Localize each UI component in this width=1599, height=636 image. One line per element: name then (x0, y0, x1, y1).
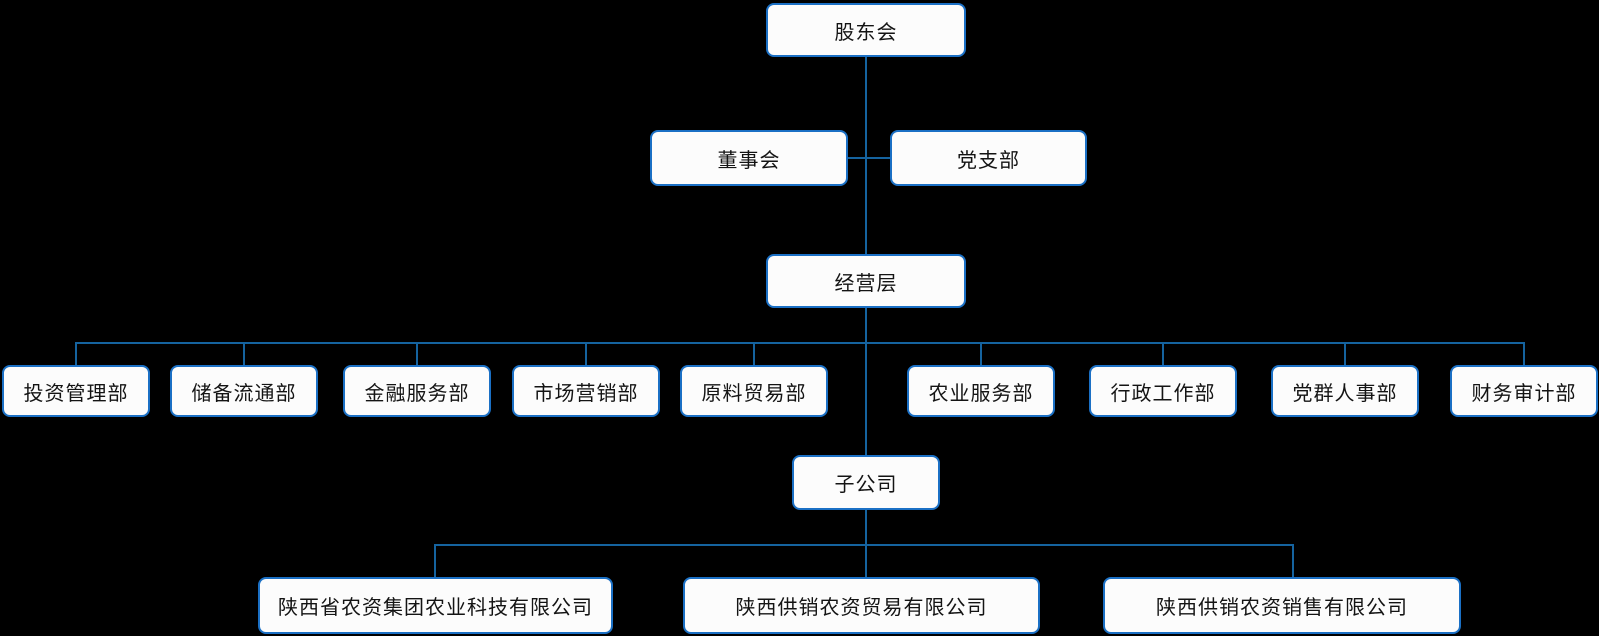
connector-drop-dept-8 (1523, 342, 1525, 366)
node-label: 陕西供销农资贸易有限公司 (735, 597, 988, 619)
node-label: 财务审计部 (1471, 382, 1577, 405)
node-label: 子公司 (834, 474, 898, 496)
connector-department-bus (75, 342, 1525, 344)
node-subsidiaries-group[interactable]: 子公司 (792, 455, 940, 510)
node-label: 原料贸易部 (701, 382, 807, 405)
node-label: 股东会 (834, 21, 898, 44)
connector-drop-subsidiary-2 (1292, 544, 1294, 578)
node-board-of-directors[interactable]: 董事会 (650, 130, 848, 186)
connector-drop-dept-3 (585, 342, 587, 366)
node-dept-financial-services[interactable]: 金融服务部 (343, 365, 491, 417)
connector-drop-dept-0 (75, 342, 77, 366)
node-label: 党群人事部 (1292, 382, 1398, 405)
node-subsidiary-trade-company[interactable]: 陕西供销农资贸易有限公司 (683, 577, 1040, 634)
connector-board-party (848, 157, 890, 159)
node-dept-administrative-work[interactable]: 行政工作部 (1089, 365, 1237, 417)
node-dept-raw-material-trade[interactable]: 原料贸易部 (680, 365, 828, 417)
node-label: 市场营销部 (533, 382, 639, 405)
node-party-branch[interactable]: 党支部 (890, 130, 1087, 186)
node-label: 陕西省农资集团农业科技有限公司 (278, 597, 593, 619)
connector-drop-subsidiary-0 (434, 544, 436, 578)
node-label: 储备流通部 (191, 382, 297, 405)
node-label: 党支部 (957, 149, 1020, 172)
connector-drop-dept-4 (753, 342, 755, 366)
node-label: 陕西供销农资销售有限公司 (1156, 597, 1408, 619)
connector-drop-dept-7 (1344, 342, 1346, 366)
node-label: 投资管理部 (23, 382, 129, 405)
connector-subsidiary-bus (434, 544, 1294, 546)
connector-main-vertical (865, 57, 867, 578)
node-dept-agricultural-services[interactable]: 农业服务部 (907, 365, 1055, 417)
node-label: 金融服务部 (364, 382, 470, 405)
node-dept-marketing[interactable]: 市场营销部 (512, 365, 660, 417)
node-management-level[interactable]: 经营层 (766, 254, 966, 308)
node-label: 农业服务部 (928, 382, 1034, 405)
node-label: 经营层 (834, 272, 898, 295)
node-dept-party-masses-hr[interactable]: 党群人事部 (1271, 365, 1419, 417)
connector-drop-dept-1 (243, 342, 245, 366)
node-subsidiary-agritech-company[interactable]: 陕西省农资集团农业科技有限公司 (258, 577, 613, 634)
node-dept-investment-management[interactable]: 投资管理部 (2, 365, 150, 417)
connector-drop-dept-6 (1162, 342, 1164, 366)
node-label: 董事会 (717, 149, 781, 172)
node-subsidiary-sales-company[interactable]: 陕西供销农资销售有限公司 (1103, 577, 1461, 634)
connector-drop-dept-2 (416, 342, 418, 366)
node-dept-finance-audit[interactable]: 财务审计部 (1450, 365, 1598, 417)
node-label: 行政工作部 (1110, 382, 1216, 405)
connector-drop-dept-5 (980, 342, 982, 366)
node-shareholders-meeting[interactable]: 股东会 (766, 3, 966, 57)
node-dept-reserve-circulation[interactable]: 储备流通部 (170, 365, 318, 417)
